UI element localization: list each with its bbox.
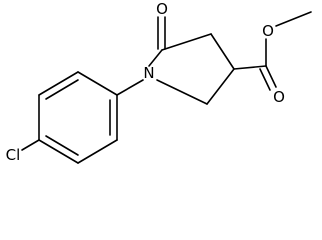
- bond-aryl-inner-2: [45, 79, 79, 100]
- atom-o-ester-double: O: [273, 88, 285, 106]
- bond-n-aryl: [116, 79, 144, 96]
- bond-c4-c3: [210, 33, 235, 70]
- atom-o-ester-single: O: [262, 22, 274, 40]
- bond-aryl-2: [38, 71, 79, 96]
- bond-n-c5: [148, 49, 163, 67]
- bond-aryl-cl: [21, 139, 40, 151]
- bond-c3-ester-c: [233, 65, 267, 70]
- atom-n-ring: N: [143, 64, 154, 82]
- bond-aryl-inner-3: [45, 135, 79, 156]
- atom-cl: Cl: [6, 146, 21, 164]
- bond-o-methyl: [275, 11, 312, 27]
- bond-aryl-4: [38, 139, 79, 164]
- bond-ester-double-2: [259, 68, 271, 91]
- bond-c3-c2: [206, 68, 235, 105]
- bond-c5-c4: [161, 33, 212, 51]
- bond-c2-n: [156, 79, 208, 105]
- bond-ester-double-1: [265, 65, 277, 88]
- bond-aryl-5: [77, 139, 118, 164]
- chemical-structure: O N O O Cl: [6, 0, 312, 164]
- bond-aryl-1: [77, 71, 118, 96]
- atom-o-ketone: O: [156, 0, 168, 18]
